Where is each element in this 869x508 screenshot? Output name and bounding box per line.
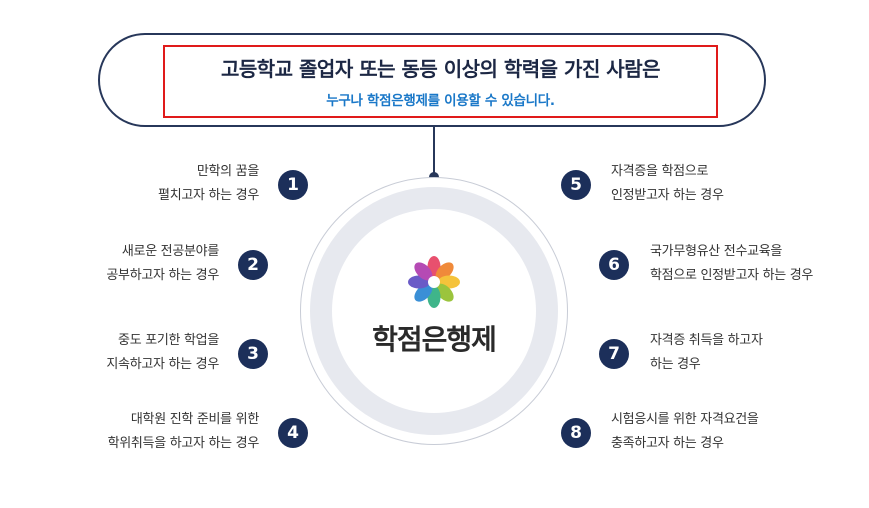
number-badge-2: 2: [238, 250, 268, 280]
number-badge-4: 4: [278, 418, 308, 448]
number-badge-6: 6: [599, 250, 629, 280]
number-badge-7: 7: [599, 339, 629, 369]
number-badge-3: 3: [238, 339, 268, 369]
connector-line: [433, 127, 435, 176]
highlight-box: [163, 45, 718, 118]
subline: 누구나 학점은행제를 이용할 수 있습니다.: [326, 93, 555, 109]
center-disc: [332, 209, 536, 413]
center-title: 학점은행제: [372, 323, 497, 356]
number-badge-1: 1: [278, 170, 308, 200]
number-badge-8: 8: [561, 418, 591, 448]
headline: 고등학교 졸업자 또는 동등 이상의 학력을 가진 사람은: [220, 57, 661, 81]
number-badge-5: 5: [561, 170, 591, 200]
credit-bank-logo-icon: [408, 256, 460, 308]
